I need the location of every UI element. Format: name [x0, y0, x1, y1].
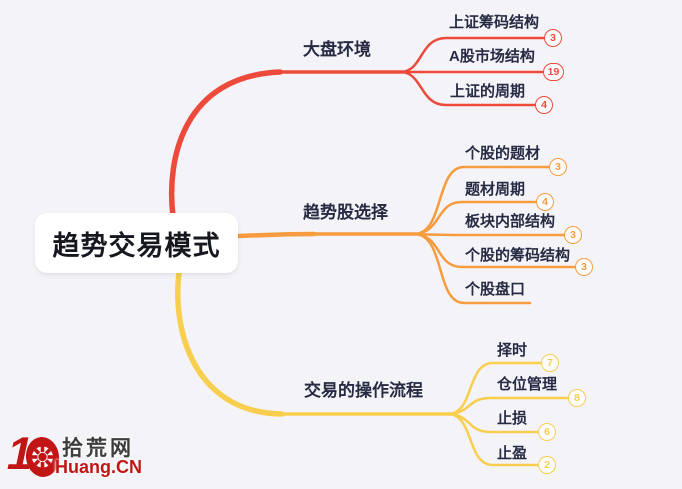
subtopic-label[interactable]: 个股的题材	[465, 145, 541, 162]
branch-orange-child-line-1	[414, 165, 551, 236]
subtopic-label[interactable]: A股市场结构	[449, 48, 535, 65]
branch-yellow-child-line-4	[448, 412, 540, 467]
subtopic-label[interactable]: 择时	[497, 342, 528, 359]
subtopic-label[interactable]: 仓位管理	[497, 376, 558, 393]
branch-yellow-child-line-1	[448, 361, 543, 416]
gear-icon	[25, 437, 60, 477]
subtopic-label[interactable]: 上证筹码结构	[449, 14, 540, 31]
count-badge[interactable]: 3	[549, 158, 567, 176]
branch-orange-child-line-5	[414, 232, 532, 305]
count-badge[interactable]: 19	[543, 63, 564, 81]
count-badge[interactable]: 3	[564, 226, 582, 244]
count-badge[interactable]: 8	[568, 389, 586, 407]
branch-label-market-environment[interactable]: 大盘环境	[303, 40, 371, 59]
branch-label-trend-stock-selection[interactable]: 趋势股选择	[303, 203, 388, 222]
branch-red-child-line-3	[400, 70, 537, 107]
branch-yellow-trunk-curve	[175, 270, 285, 417]
count-badge[interactable]: 2	[538, 456, 556, 474]
branch-red-trunk-curve	[168, 69, 283, 219]
subtopic-label[interactable]: 个股盘口	[465, 281, 526, 298]
central-topic-label: 趋势交易模式	[52, 230, 221, 261]
branch-label-trading-operation-flow[interactable]: 交易的操作流程	[304, 381, 423, 400]
subtopic-label[interactable]: 上证的周期	[450, 83, 526, 100]
subtopic-label[interactable]: 个股的筹码结构	[465, 247, 571, 264]
branch-red-child-line-1	[400, 36, 546, 74]
watermark-domain: Huang.CN	[55, 457, 142, 477]
watermark-logo: 1 拾荒网 Huang.CN	[2, 427, 181, 485]
subtopic-label[interactable]: 止损	[497, 410, 528, 427]
central-topic-node[interactable]: 趋势交易模式	[35, 213, 238, 273]
count-badge[interactable]: 4	[535, 96, 553, 114]
count-badge[interactable]: 7	[541, 354, 559, 372]
branch-orange-child-line-2	[414, 200, 538, 236]
branch-orange-trunk-curve	[235, 231, 317, 239]
subtopic-label[interactable]: 板块内部结构	[465, 213, 556, 230]
subtopic-label[interactable]: 止盈	[497, 445, 528, 462]
subtopic-label[interactable]: 题材周期	[465, 181, 526, 198]
count-badge[interactable]: 6	[538, 423, 556, 441]
branch-orange-child-line-3	[414, 232, 566, 237]
branch-yellow-child-line-2	[448, 396, 570, 416]
watermark-site-name: 拾荒网	[62, 437, 134, 460]
count-badge[interactable]: 4	[536, 193, 554, 211]
count-badge[interactable]: 3	[544, 29, 562, 47]
count-badge[interactable]: 3	[575, 258, 593, 276]
